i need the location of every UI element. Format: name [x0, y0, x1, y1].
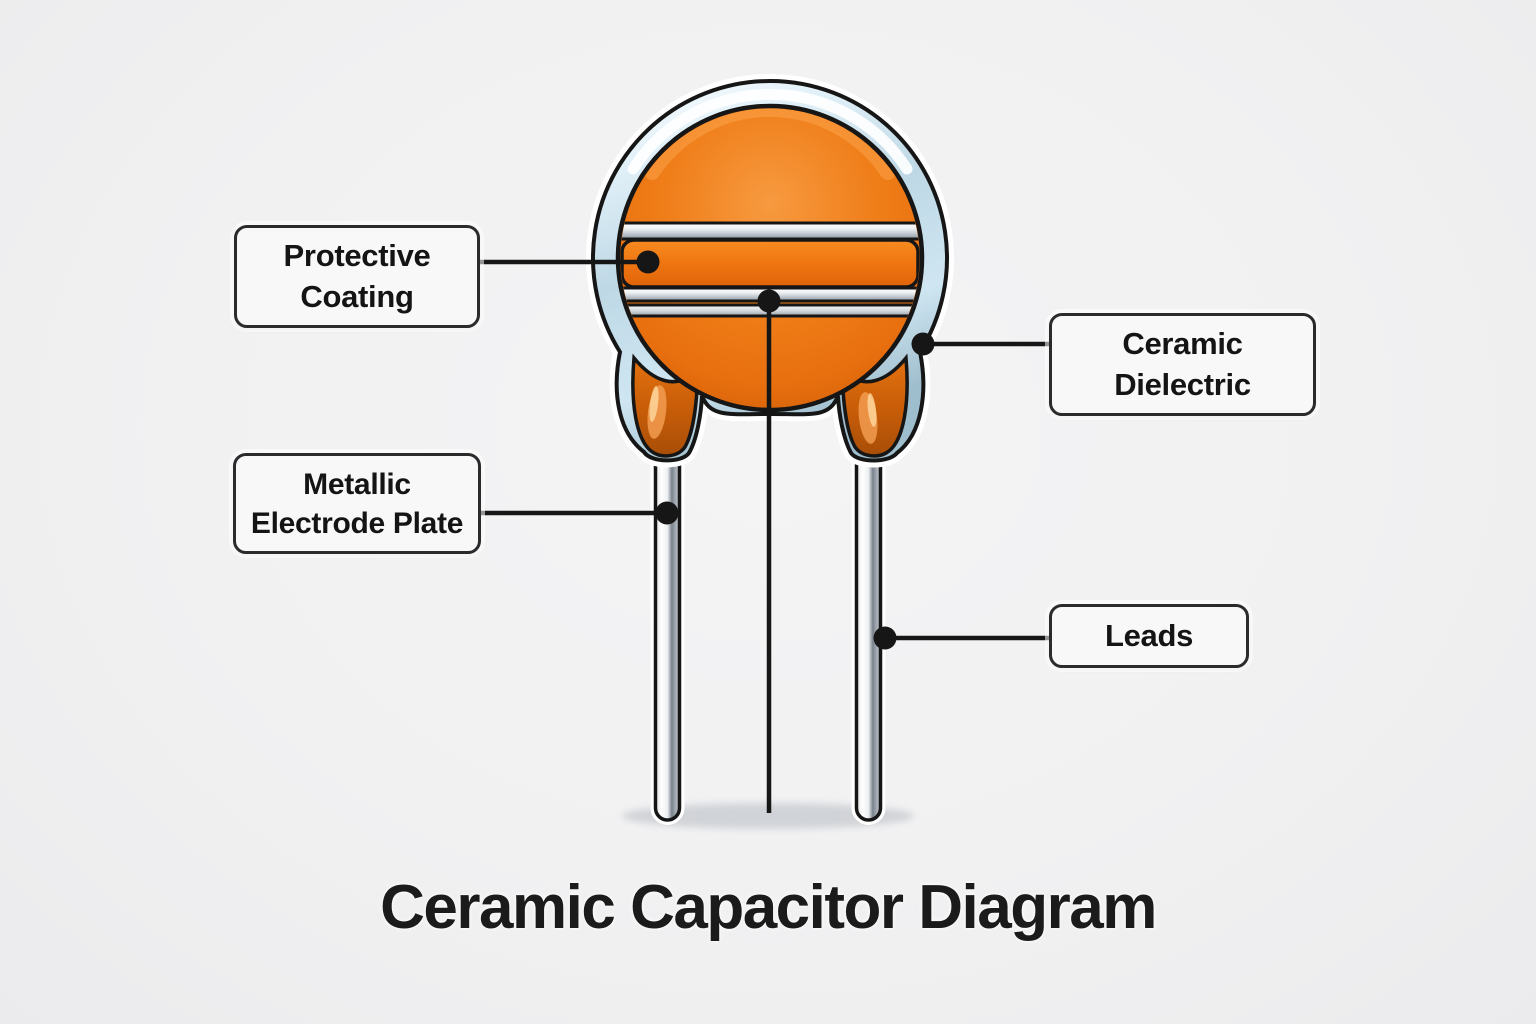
label-ceramic-dielectric: Ceramic Dielectric — [1049, 313, 1316, 416]
label-metallic-electrode-plate: Metallic Electrode Plate — [233, 453, 481, 554]
callout-dot-metallic-electrode-plate — [655, 501, 679, 525]
callout-dot-ceramic-dielectric — [911, 332, 935, 356]
coating-gloss-highlight — [627, 88, 913, 175]
callout-leads — [873, 626, 1051, 650]
disc-gloss-highlight — [644, 108, 896, 180]
callouts — [479, 250, 1051, 813]
callout-dot-center — [757, 289, 781, 313]
ceramic-dielectric-band — [620, 238, 920, 289]
electrode-stripe-top — [620, 221, 920, 241]
callout-dot-protective-coating — [636, 250, 660, 274]
lead-left — [650, 435, 685, 825]
callout-metallic-electrode-plate — [481, 501, 679, 525]
callout-center-vertical — [757, 289, 781, 813]
callout-ceramic-dielectric — [911, 332, 1051, 356]
callout-dot-leads — [873, 626, 897, 650]
label-leads: Leads — [1049, 604, 1249, 668]
label-protective-coating: Protective Coating — [234, 225, 480, 328]
callout-protective-coating — [479, 250, 660, 274]
page-title: Ceramic Capacitor Diagram — [380, 873, 1157, 942]
ground-shadow — [622, 803, 914, 829]
